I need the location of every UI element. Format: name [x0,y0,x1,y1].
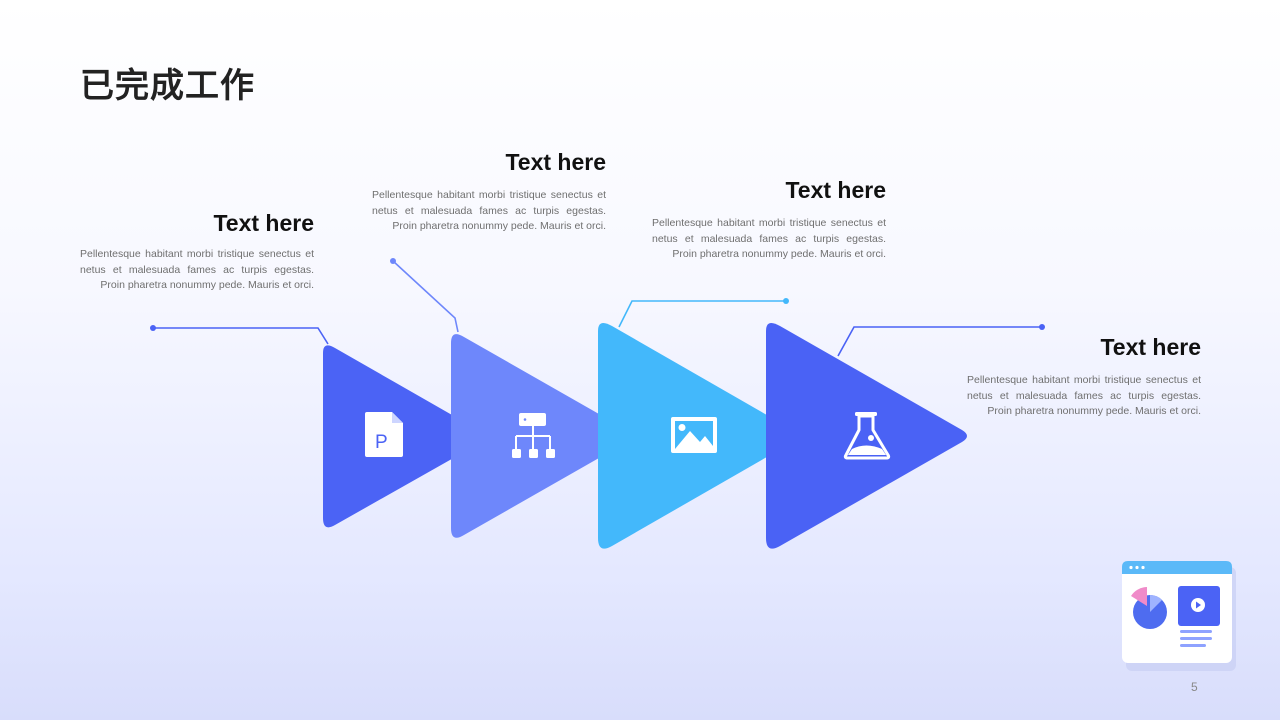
step-triangle-4 [766,322,967,549]
connector-line-3 [618,298,789,328]
step-description: Pellentesque habitant morbi tristique se… [80,248,314,291]
step-heading: Text here [213,210,314,236]
step-description: Pellentesque habitant morbi tristique se… [372,189,606,232]
flask-icon [843,412,891,460]
step-heading: Text here [1100,334,1201,360]
connector-line-2 [390,258,459,333]
page-title: 已完成工作 [80,66,255,106]
dashboard-window-icon [1122,561,1236,671]
svg-text:P: P [375,432,388,453]
step-heading: Text here [505,149,606,175]
step-triangle-1 [323,345,485,528]
connector-line-1 [150,325,329,345]
page-number: 5 [1191,680,1198,694]
text-block-4: Text here Pellentesque habitant morbi tr… [967,334,1201,420]
step-description: Pellentesque habitant morbi tristique se… [967,374,1201,417]
image-icon [671,417,717,453]
step-description: Pellentesque habitant morbi tristique se… [652,217,886,260]
hierarchy-icon [512,413,555,458]
document-p-icon: P [365,412,403,457]
text-block-1: Text here Pellentesque habitant morbi tr… [80,210,314,294]
text-block-3: Text here Pellentesque habitant morbi tr… [652,177,886,263]
text-block-2: Text here Pellentesque habitant morbi tr… [372,149,606,235]
step-heading: Text here [785,177,886,203]
connector-line-4 [837,324,1045,357]
